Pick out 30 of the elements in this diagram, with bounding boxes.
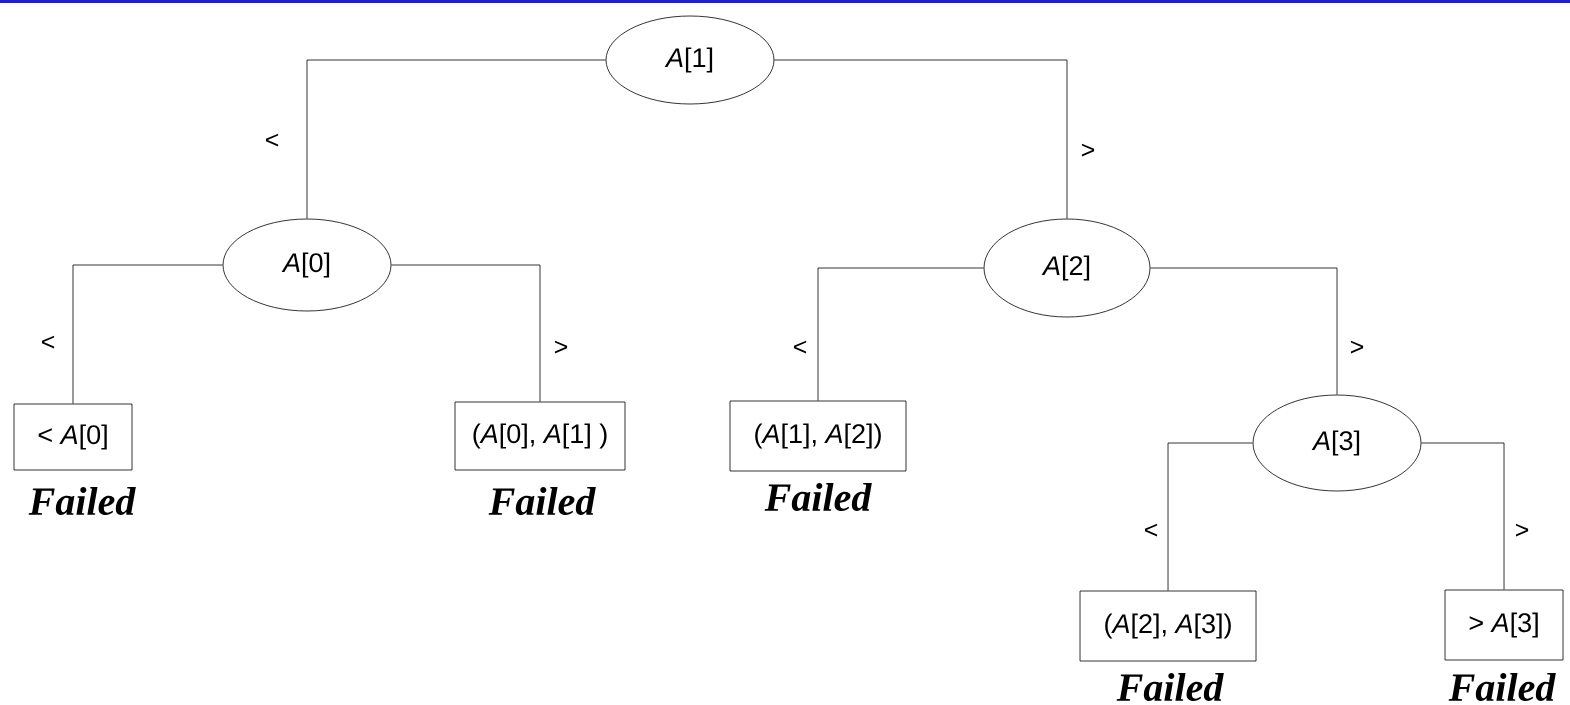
ellipse-node: A[0] (222, 218, 392, 312)
edge-label: > (1081, 143, 1095, 157)
connector-line (1150, 267, 1338, 395)
result-box: (A[2], A[3]) (1079, 590, 1257, 662)
connector-line (817, 267, 984, 401)
result-label: Failed (488, 486, 596, 516)
edge-label: < (793, 340, 807, 354)
result-box: < A[0] (13, 403, 133, 471)
result-label: Failed (1116, 672, 1224, 702)
edge-label: > (1350, 340, 1364, 354)
result-box: > A[3] (1444, 589, 1564, 661)
connector-line (306, 59, 606, 219)
edge-label: < (265, 133, 279, 147)
connector-line (391, 264, 541, 402)
edge-label: < (1144, 523, 1158, 537)
connector-line (774, 59, 1068, 219)
edge-label: > (554, 340, 568, 354)
ellipse-node: A[1] (605, 15, 775, 105)
result-box: (A[0], A[1] ) (454, 401, 626, 471)
ellipse-node: A[2] (983, 218, 1151, 318)
result-box: (A[1], A[2]) (729, 400, 907, 472)
edge-label: > (1515, 523, 1529, 537)
result-label: Failed (1448, 672, 1556, 702)
result-label: Failed (28, 486, 136, 516)
ellipse-node: A[3] (1252, 394, 1422, 492)
connector-line (1167, 442, 1253, 591)
edge-label: < (41, 335, 55, 349)
result-label: Failed (764, 482, 872, 512)
connector-line (1421, 442, 1505, 590)
connector-line (72, 264, 223, 404)
